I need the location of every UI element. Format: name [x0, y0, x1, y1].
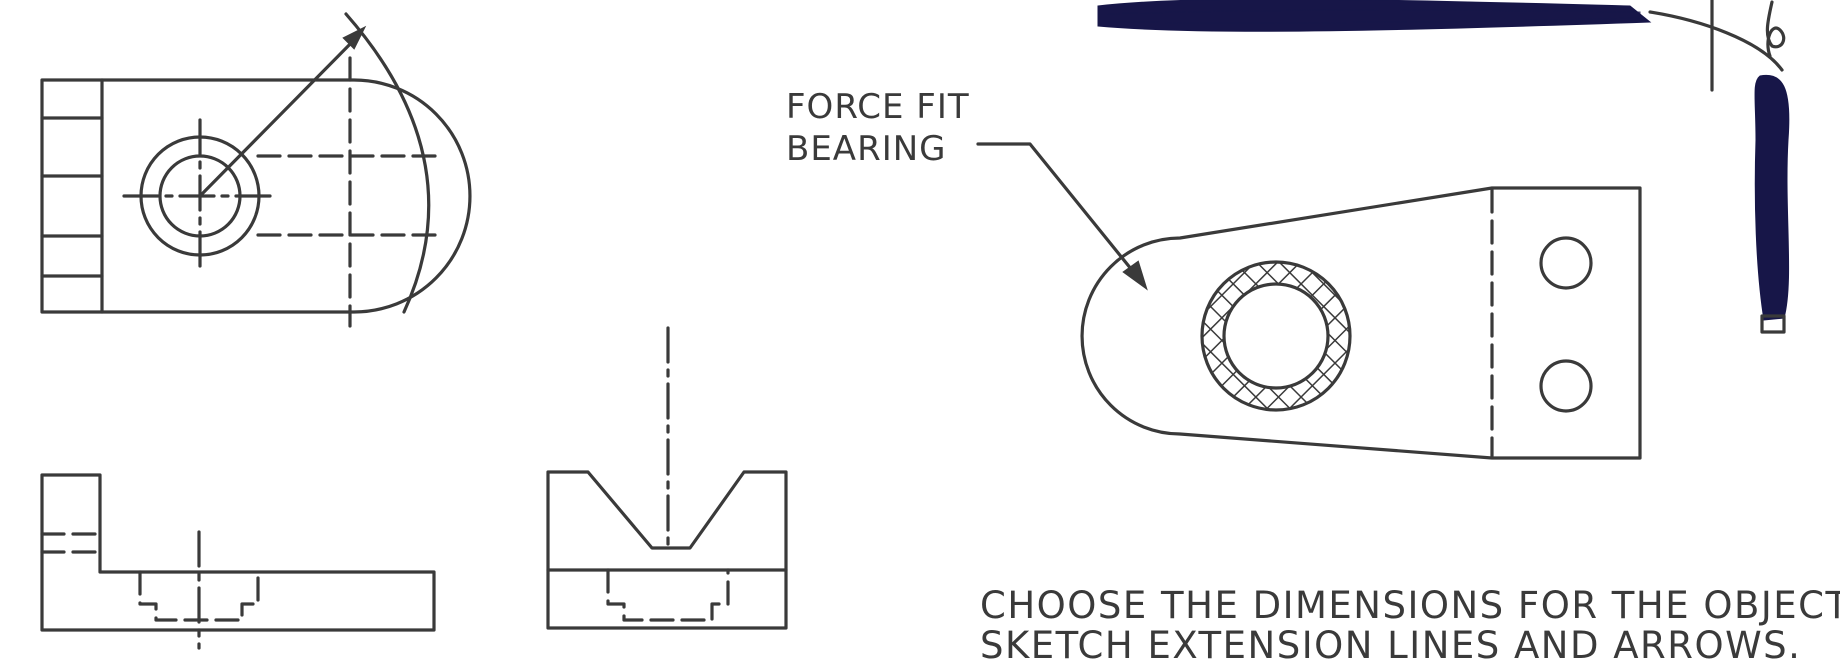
- ink-small-box: [1760, 314, 1786, 334]
- force-fit-bearing-label: FORCE FIT BEARING: [786, 86, 970, 170]
- leader-arrow-line: [198, 32, 362, 198]
- bearing-bore-circle: [1222, 282, 1330, 390]
- force-fit-label-line2: BEARING: [786, 129, 947, 169]
- force-fit-label-line1: FORCE FIT: [786, 87, 970, 127]
- mount-hole-lower: [1539, 359, 1593, 413]
- sketched-arc: [344, 12, 431, 314]
- ink-hook-stroke: [1648, 10, 1784, 72]
- bracket-front-view: [40, 473, 436, 650]
- ink-loop-stroke: [1765, 0, 1786, 58]
- bearing-leader-arrowhead: [1122, 260, 1148, 291]
- front-view-outline: [40, 473, 436, 632]
- bracket-side-view: [546, 326, 788, 630]
- scribble-vertical: [1754, 74, 1790, 321]
- mount-hole-upper: [1539, 236, 1593, 290]
- leader-arrowhead: [342, 25, 367, 50]
- bearing-leader-line: [976, 142, 1142, 282]
- link-arm-view: [976, 142, 1642, 460]
- instructions-line2: SKETCH EXTENSION LINES AND ARROWS.: [980, 624, 1802, 667]
- scribble-horizontal-2: [1105, 9, 1641, 24]
- bracket-top-view: [40, 12, 472, 328]
- instructions-text: CHOOSE THE DIMENSIONS FOR THE OBJECTS. S…: [980, 586, 1840, 666]
- bearing-outer-circle: [1200, 260, 1352, 412]
- bracket-outline: [40, 78, 472, 314]
- instructions-line1: CHOOSE THE DIMENSIONS FOR THE OBJECTS.: [980, 584, 1840, 627]
- ink-scribbles: [1097, 0, 1790, 334]
- link-arm-outline: [1080, 186, 1642, 460]
- side-hidden-slot: [606, 568, 730, 622]
- side-view-outline: [546, 470, 788, 630]
